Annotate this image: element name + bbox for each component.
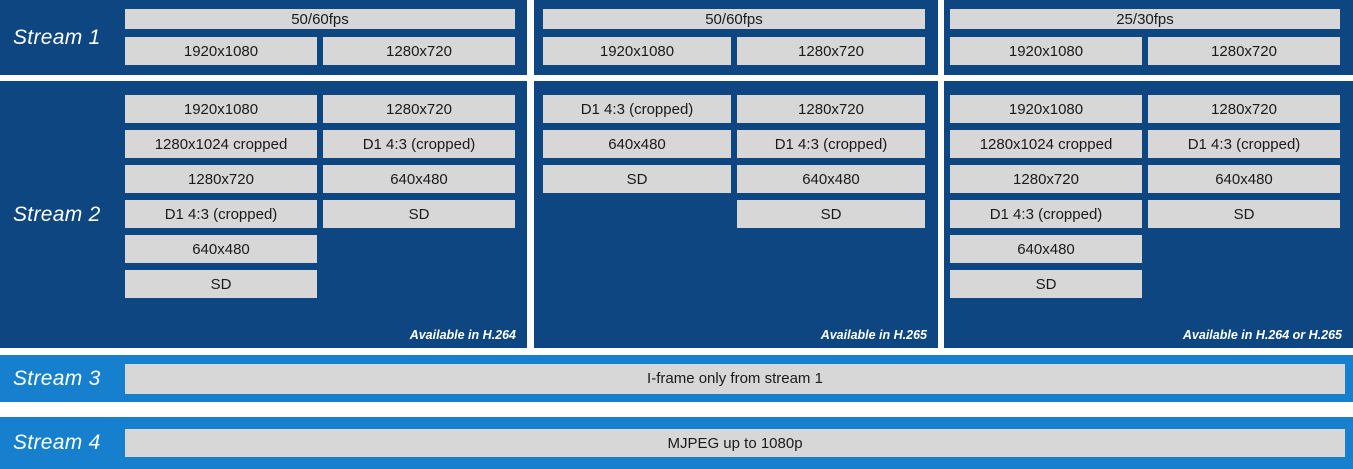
resolution-row: 1920x1080 1280x720 bbox=[543, 37, 925, 65]
resolution-bar: 1280x720 bbox=[1148, 37, 1340, 65]
resolution-bar: 1280x720 bbox=[737, 95, 925, 123]
resolution-bar: 1280x720 bbox=[125, 165, 317, 193]
stream2-panel-h264: Stream 2 1920x1080 1280x1024 cropped 128… bbox=[0, 81, 527, 348]
resolution-bar: 640x480 bbox=[323, 165, 515, 193]
resolution-bar: 640x480 bbox=[737, 165, 925, 193]
resolution-column: 1280x720 D1 4:3 (cropped) 640x480 SD bbox=[323, 95, 515, 228]
codec-availability-note: Available in H.264 or H.265 bbox=[1182, 328, 1342, 342]
resolution-bar: SD bbox=[950, 270, 1142, 298]
resolution-bar: 1280x720 bbox=[950, 165, 1142, 193]
stream4-label: Stream 4 bbox=[13, 431, 101, 454]
resolution-bar: 640x480 bbox=[543, 130, 731, 158]
resolution-bar: 1280x720 bbox=[323, 37, 515, 65]
stream2-panel-3-bars: 1920x1080 1280x1024 cropped 1280x720 D1 … bbox=[944, 81, 1353, 348]
stream2-panel-h265: D1 4:3 (cropped) 640x480 SD 1280x720 D1 … bbox=[534, 81, 938, 348]
fps-bar: 25/30fps bbox=[950, 9, 1340, 29]
resolution-bar: D1 4:3 (cropped) bbox=[950, 200, 1142, 228]
stream2-panel-h264-h265: 1920x1080 1280x1024 cropped 1280x720 D1 … bbox=[944, 81, 1353, 348]
stream1-label-area: Stream 1 bbox=[0, 0, 125, 75]
stream1-panel-1-bars: 50/60fps 1920x1080 1280x720 bbox=[125, 0, 527, 75]
resolution-bar: 1920x1080 bbox=[950, 37, 1142, 65]
resolution-bar: 1920x1080 bbox=[125, 37, 317, 65]
resolution-bar: 1280x1024 cropped bbox=[125, 130, 317, 158]
stream2-label-area: Stream 2 bbox=[0, 81, 125, 348]
stream4-description-bar: MJPEG up to 1080p bbox=[125, 429, 1345, 457]
stream1-panel-1: Stream 1 50/60fps 1920x1080 1280x720 bbox=[0, 0, 527, 75]
stream4-label-area: Stream 4 bbox=[0, 431, 125, 455]
resolution-bar: 1920x1080 bbox=[950, 95, 1142, 123]
resolution-column: 1920x1080 1280x1024 cropped 1280x720 D1 … bbox=[950, 95, 1142, 298]
resolution-bar: 1280x720 bbox=[1148, 95, 1340, 123]
resolution-bar: 1280x720 bbox=[737, 37, 925, 65]
resolution-bar: D1 4:3 (cropped) bbox=[125, 200, 317, 228]
stream1-row: Stream 1 50/60fps 1920x1080 1280x720 50/… bbox=[0, 0, 1353, 75]
resolution-column: 1280x720 D1 4:3 (cropped) 640x480 SD bbox=[737, 95, 925, 228]
stream2-row: Stream 2 1920x1080 1280x1024 cropped 128… bbox=[0, 81, 1353, 348]
fps-bar: 50/60fps bbox=[125, 9, 515, 29]
resolution-bar: D1 4:3 (cropped) bbox=[543, 95, 731, 123]
stream4-row: Stream 4 MJPEG up to 1080p bbox=[0, 417, 1353, 469]
resolution-bar: SD bbox=[323, 200, 515, 228]
stream1-panel-3-bars: 25/30fps 1920x1080 1280x720 bbox=[944, 0, 1353, 75]
resolution-column: 1280x720 D1 4:3 (cropped) 640x480 SD bbox=[1148, 95, 1340, 228]
stream3-label: Stream 3 bbox=[13, 366, 101, 390]
stream1-panel-2-bars: 50/60fps 1920x1080 1280x720 bbox=[534, 0, 938, 75]
codec-availability-note: Available in H.265 bbox=[820, 328, 927, 342]
stream3-row: Stream 3 I-frame only from stream 1 bbox=[0, 355, 1353, 402]
stream3-description-bar: I-frame only from stream 1 bbox=[125, 363, 1345, 394]
resolution-bar: 640x480 bbox=[950, 235, 1142, 263]
resolution-row: 1920x1080 1280x720 bbox=[125, 37, 515, 65]
codec-availability-note: Available in H.264 bbox=[409, 328, 516, 342]
resolution-bar: 1280x720 bbox=[323, 95, 515, 123]
resolution-bar: 640x480 bbox=[125, 235, 317, 263]
resolution-bar: 1920x1080 bbox=[125, 95, 317, 123]
resolution-bar: D1 4:3 (cropped) bbox=[737, 130, 925, 158]
fps-bar: 50/60fps bbox=[543, 9, 925, 29]
resolution-bar: D1 4:3 (cropped) bbox=[323, 130, 515, 158]
stream1-panel-2: 50/60fps 1920x1080 1280x720 bbox=[534, 0, 938, 75]
resolution-bar: 640x480 bbox=[1148, 165, 1340, 193]
resolution-bar: D1 4:3 (cropped) bbox=[1148, 130, 1340, 158]
resolution-bar: SD bbox=[125, 270, 317, 298]
resolution-bar: 1280x1024 cropped bbox=[950, 130, 1142, 158]
stream2-label: Stream 2 bbox=[13, 202, 101, 226]
stream2-panel-1-bars: 1920x1080 1280x1024 cropped 1280x720 D1 … bbox=[125, 81, 527, 348]
resolution-column: D1 4:3 (cropped) 640x480 SD bbox=[543, 95, 731, 193]
stream1-panel-3: 25/30fps 1920x1080 1280x720 bbox=[944, 0, 1353, 75]
stream1-label: Stream 1 bbox=[13, 25, 101, 49]
resolution-bar: SD bbox=[737, 200, 925, 228]
resolution-bar: SD bbox=[543, 165, 731, 193]
resolution-bar: 1920x1080 bbox=[543, 37, 731, 65]
resolution-column: 1920x1080 1280x1024 cropped 1280x720 D1 … bbox=[125, 95, 317, 298]
resolution-row: 1920x1080 1280x720 bbox=[950, 37, 1340, 65]
stream3-label-area: Stream 3 bbox=[0, 367, 125, 391]
stream2-panel-2-bars: D1 4:3 (cropped) 640x480 SD 1280x720 D1 … bbox=[534, 81, 938, 348]
resolution-bar: SD bbox=[1148, 200, 1340, 228]
